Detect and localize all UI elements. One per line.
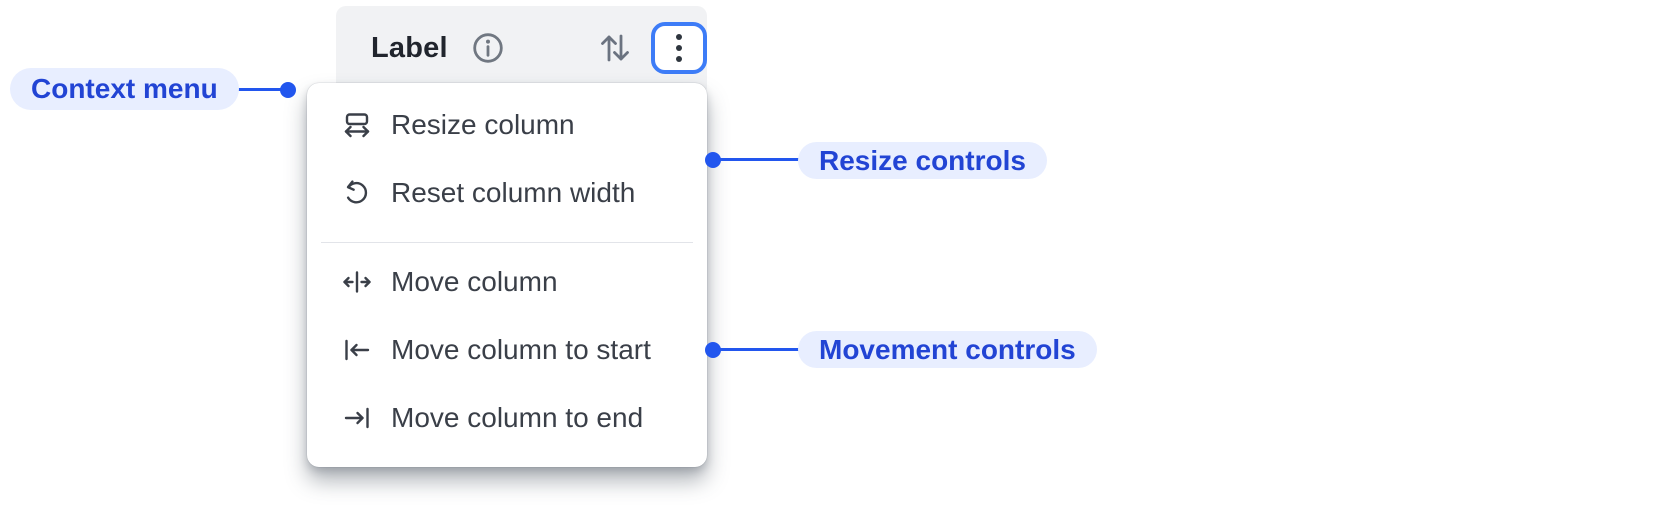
table-column-header: Label bbox=[336, 6, 707, 90]
menu-item-label: Move column bbox=[391, 266, 558, 297]
annotation-connector-dot bbox=[280, 82, 296, 98]
annotation-movement-controls: Movement controls bbox=[798, 331, 1097, 368]
annotation-connector-dot bbox=[705, 342, 721, 358]
meatball-menu-icon[interactable] bbox=[651, 22, 707, 74]
menu-item-move-column-to-end[interactable]: Move column to end bbox=[307, 384, 707, 452]
menu-divider bbox=[321, 242, 693, 243]
menu-item-reset-column-width[interactable]: Reset column width bbox=[307, 159, 707, 227]
move-column-icon bbox=[340, 265, 374, 299]
annotation-resize-controls: Resize controls bbox=[798, 142, 1047, 179]
annotation-connector-dot bbox=[705, 152, 721, 168]
menu-item-label: Reset column width bbox=[391, 177, 636, 208]
meatball-dot bbox=[676, 34, 682, 40]
menu-item-move-column[interactable]: Move column bbox=[307, 248, 707, 316]
sort-arrows-icon[interactable] bbox=[598, 27, 632, 69]
column-header-label: Label bbox=[371, 31, 448, 64]
menu-item-move-column-to-start[interactable]: Move column to start bbox=[307, 316, 707, 384]
move-column-to-end-icon bbox=[340, 401, 374, 435]
annotation-connector-line bbox=[716, 158, 800, 161]
annotation-connector-line bbox=[716, 348, 800, 351]
context-menu: Resize column Reset column width bbox=[307, 83, 707, 467]
menu-item-resize-column[interactable]: Resize column bbox=[307, 91, 707, 159]
menu-item-label: Move column to end bbox=[391, 402, 644, 433]
move-column-to-start-icon bbox=[340, 333, 374, 367]
reset-column-width-icon bbox=[340, 176, 374, 210]
info-icon[interactable] bbox=[470, 30, 506, 66]
menu-item-label: Move column to start bbox=[391, 334, 651, 365]
annotation-connector-line bbox=[199, 88, 284, 91]
meatball-dot bbox=[676, 56, 682, 62]
menu-item-label: Resize column bbox=[391, 109, 575, 140]
meatball-dot bbox=[676, 45, 682, 51]
annotation-context-menu: Context menu bbox=[10, 68, 239, 110]
resize-column-icon bbox=[340, 108, 374, 142]
